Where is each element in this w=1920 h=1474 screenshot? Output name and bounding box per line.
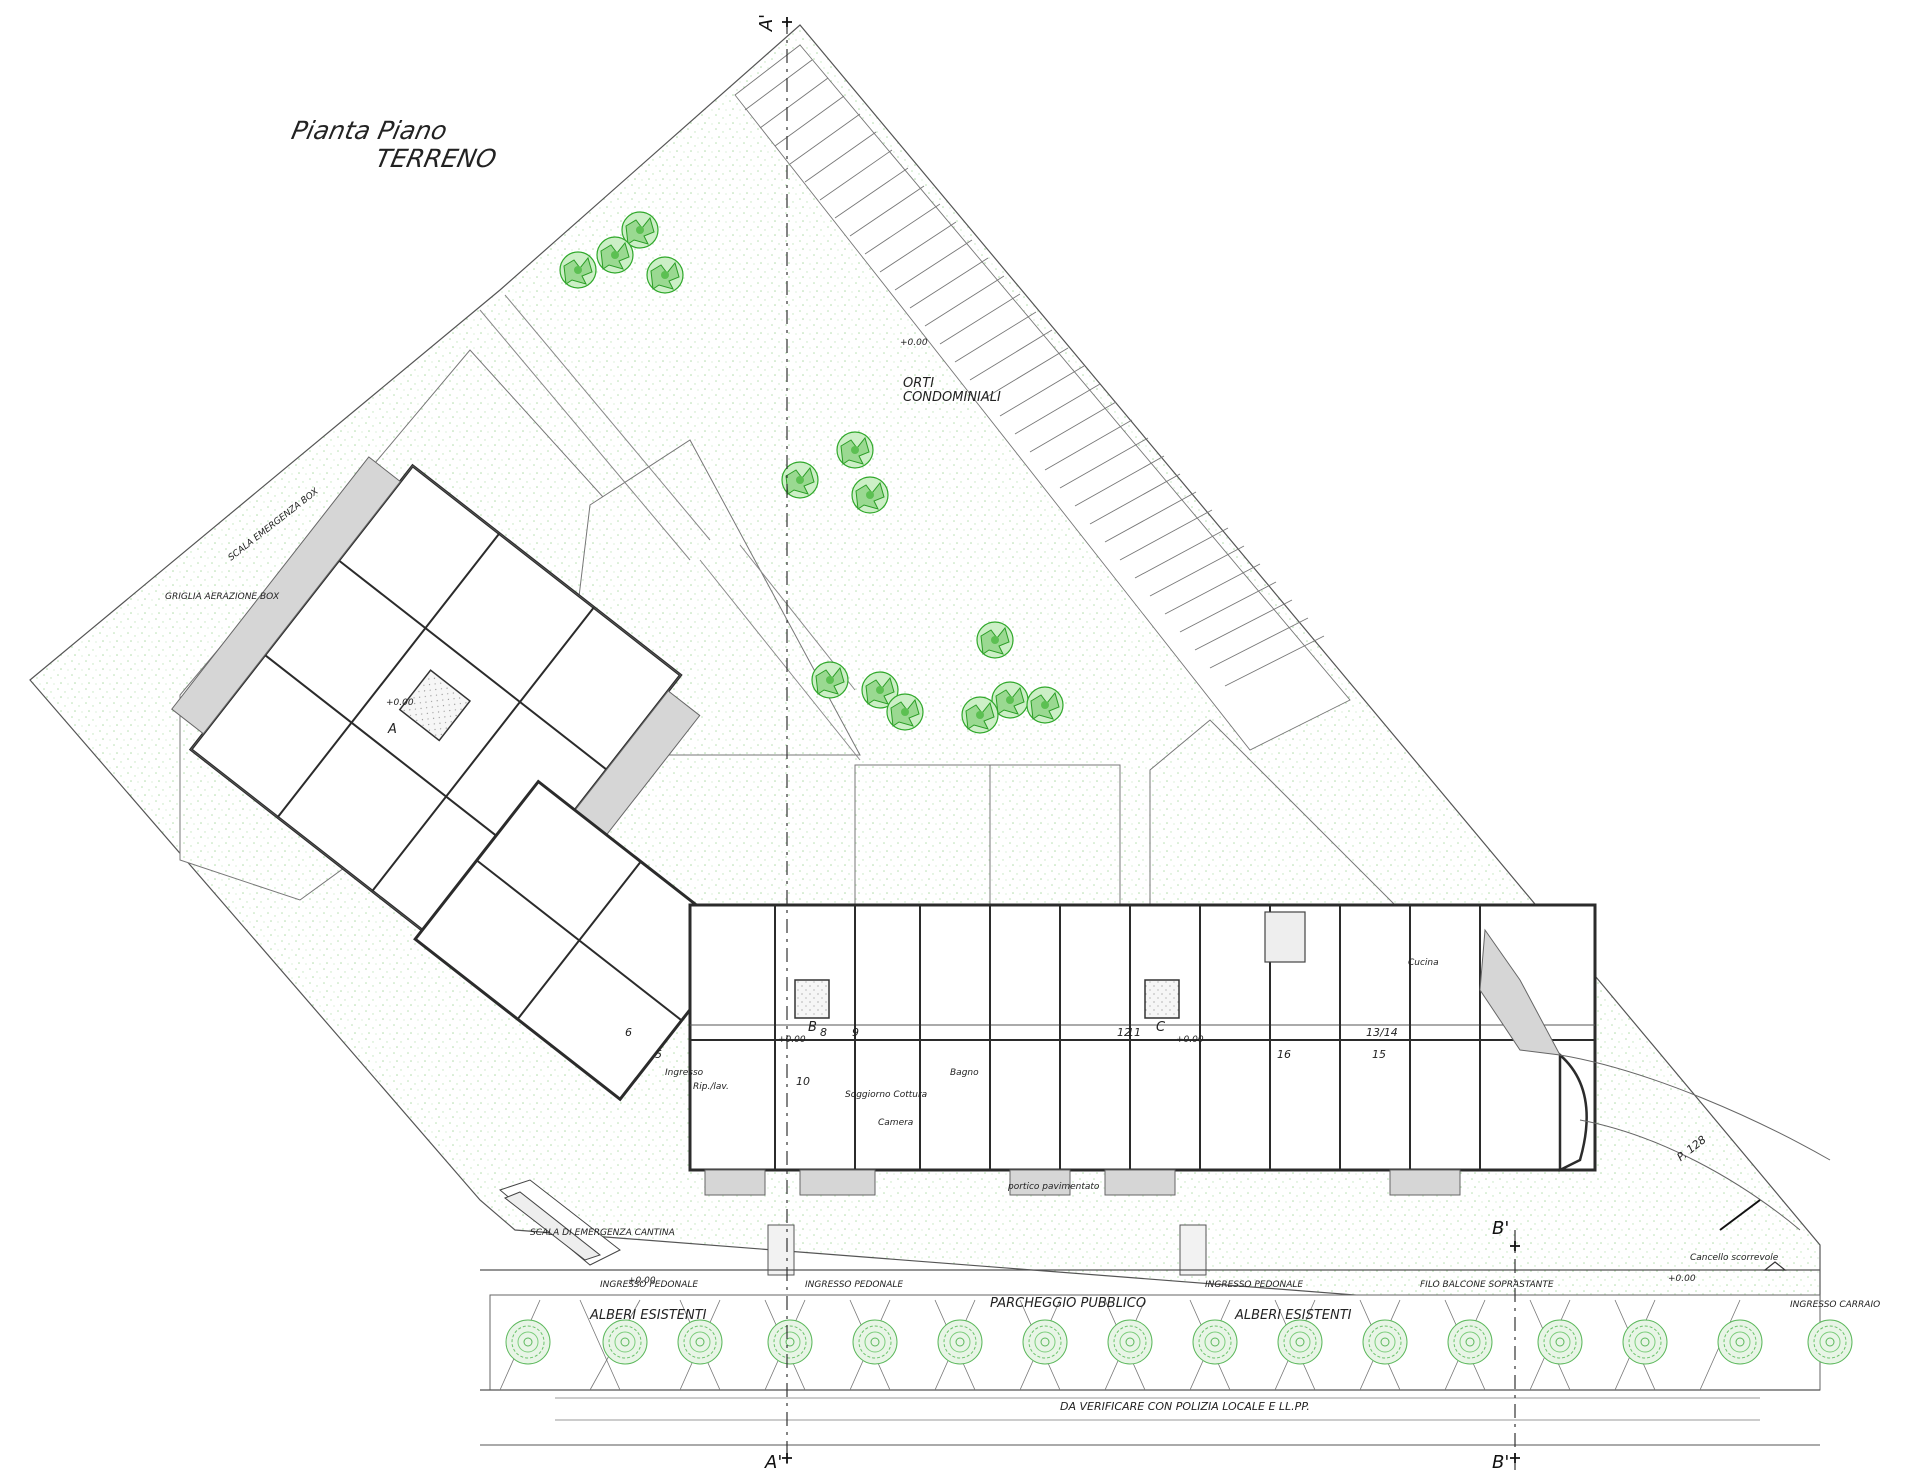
- unit-number-16: 16: [1277, 1048, 1291, 1061]
- stair-label-c: C: [1156, 1020, 1166, 1035]
- garden-parcel-c2: [989, 764, 1121, 911]
- stair-label-b: B: [808, 1020, 817, 1035]
- unit-number-10: 10: [796, 1075, 810, 1088]
- room-label-ingresso: Ingresso: [665, 1068, 704, 1078]
- level-c: +0.00: [1176, 1035, 1204, 1045]
- road-p128: [1559, 1054, 1831, 1231]
- parking-area: [480, 1269, 1821, 1446]
- plan-title-line2: TERRENO: [372, 144, 500, 173]
- section-lines: [786, 20, 1516, 1470]
- unit-number-8: 8: [820, 1026, 827, 1039]
- emergency-stair-label: SCALA DI EMERGENZA CANTINA: [530, 1228, 675, 1238]
- unit-number-5: 5: [655, 1048, 662, 1061]
- unit-number-15: 15: [1372, 1048, 1386, 1061]
- parking-label: PARCHEGGIO PUBBLICO: [990, 1296, 1147, 1311]
- gate-marker: [1763, 1261, 1787, 1271]
- room-label-camera: Camera: [878, 1118, 914, 1128]
- section-mark-b-bottom: B': [1492, 1452, 1510, 1473]
- room-label-bagno: Bagno: [950, 1068, 979, 1078]
- aeration-grid-label: GRIGLIA AERAZIONE BOX: [165, 592, 280, 602]
- unit-number-11: 11: [1127, 1026, 1141, 1039]
- room-label-cucina: Cucina: [1408, 958, 1439, 968]
- unit-number-6: 6: [625, 1026, 632, 1039]
- level-orti: +0.00: [900, 338, 928, 348]
- level-parking-left: +0.00: [628, 1276, 656, 1286]
- section-mark-a-top: A': [756, 13, 778, 32]
- plan-title-line1: Pianta Piano: [288, 116, 450, 145]
- section-mark-b-right: B': [1492, 1218, 1510, 1239]
- room-label-ripost: Rip./lav.: [693, 1082, 729, 1092]
- orti-strips: [734, 44, 1351, 751]
- room-label-soggiorno: Soggiorno Cottura: [845, 1090, 928, 1100]
- garden-parcel-c1: [854, 764, 991, 911]
- emergency-stair: [498, 1179, 621, 1266]
- unit-number-9: 9: [852, 1026, 859, 1039]
- verify-note: DA VERIFICARE CON POLIZIA LOCALE E LL.PP…: [1060, 1400, 1310, 1413]
- level-a: +0.00: [386, 698, 414, 708]
- building-west-wing: [413, 779, 746, 1102]
- section-markers: [782, 17, 1520, 1463]
- unit-number-12: 12: [1117, 1026, 1131, 1039]
- portico-label: portico pavimentato: [1008, 1182, 1100, 1192]
- building-main: [688, 903, 1597, 1196]
- balcony-line-note: FILO BALCONE SOPRASTANTE: [1420, 1280, 1554, 1290]
- sliding-gate-label: Cancello scorrevole: [1690, 1253, 1779, 1263]
- trees-label-right: ALBERI ESISTENTI: [1235, 1308, 1352, 1323]
- entrance-ped-3: INGRESSO PEDONALE: [1205, 1280, 1304, 1290]
- entrance-ped-2: INGRESSO PEDONALE: [805, 1280, 904, 1290]
- section-mark-a-bottom: A': [765, 1452, 783, 1473]
- level-parking-right: +0.00: [1668, 1274, 1696, 1284]
- unit-number-13-14: 13/14: [1366, 1026, 1398, 1039]
- entrance-ramps: [767, 1224, 1207, 1276]
- level-b: +0.00: [778, 1035, 806, 1045]
- orti-label-line2: CONDOMINIALI: [903, 390, 1001, 405]
- vehicle-entrance-label: INGRESSO CARRAIO: [1790, 1300, 1881, 1310]
- stair-label-a: A: [388, 722, 397, 737]
- orti-label-line1: ORTI: [903, 376, 935, 391]
- entrance-ped-1: INGRESSO PEDONALE: [600, 1280, 699, 1290]
- trees-label-left: ALBERI ESISTENTI: [590, 1308, 707, 1323]
